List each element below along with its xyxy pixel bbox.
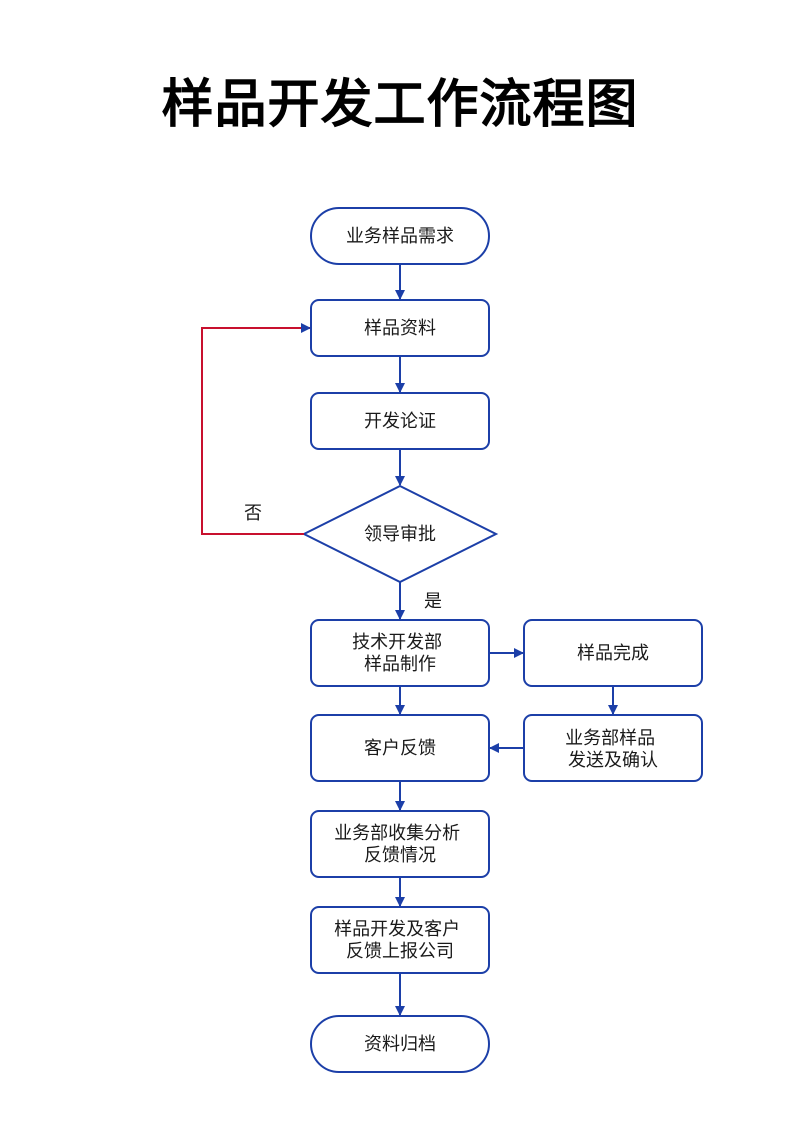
node-tech-production: 技术开发部 样品制作: [310, 619, 490, 687]
node-collect-analysis: 业务部收集分析 反馈情况: [310, 810, 490, 878]
node-sample-complete-label: 样品完成: [577, 643, 649, 664]
node-materials: 样品资料: [310, 299, 490, 357]
node-sales-confirm-label: 业务部样品 发送及确认: [565, 728, 661, 771]
node-report-label: 样品开发及客户 反馈上报公司: [334, 919, 466, 962]
branch-label-yes: 是: [424, 591, 442, 612]
node-sample-complete: 样品完成: [523, 619, 703, 687]
node-approval: 领导审批: [301, 484, 499, 584]
node-demonstration-label: 开发论证: [364, 411, 436, 432]
page-title: 样品开发工作流程图: [161, 75, 639, 135]
node-start: 业务样品需求: [310, 207, 490, 265]
node-approval-label: 领导审批: [364, 524, 436, 545]
node-start-label: 业务样品需求: [346, 226, 454, 247]
node-archive: 资料归档: [310, 1015, 490, 1073]
branch-label-no: 否: [244, 503, 262, 524]
node-materials-label: 样品资料: [364, 318, 436, 339]
node-customer-feedback: 客户反馈: [310, 714, 490, 782]
node-report: 样品开发及客户 反馈上报公司: [310, 906, 490, 974]
arrow-reject-loop: [201, 323, 311, 535]
node-archive-label: 资料归档: [364, 1034, 436, 1055]
node-tech-production-label: 技术开发部 样品制作: [352, 632, 448, 675]
node-customer-feedback-label: 客户反馈: [364, 738, 436, 759]
node-demonstration: 开发论证: [310, 392, 490, 450]
node-collect-analysis-label: 业务部收集分析 反馈情况: [334, 823, 466, 866]
node-sales-confirm: 业务部样品 发送及确认: [523, 714, 703, 782]
